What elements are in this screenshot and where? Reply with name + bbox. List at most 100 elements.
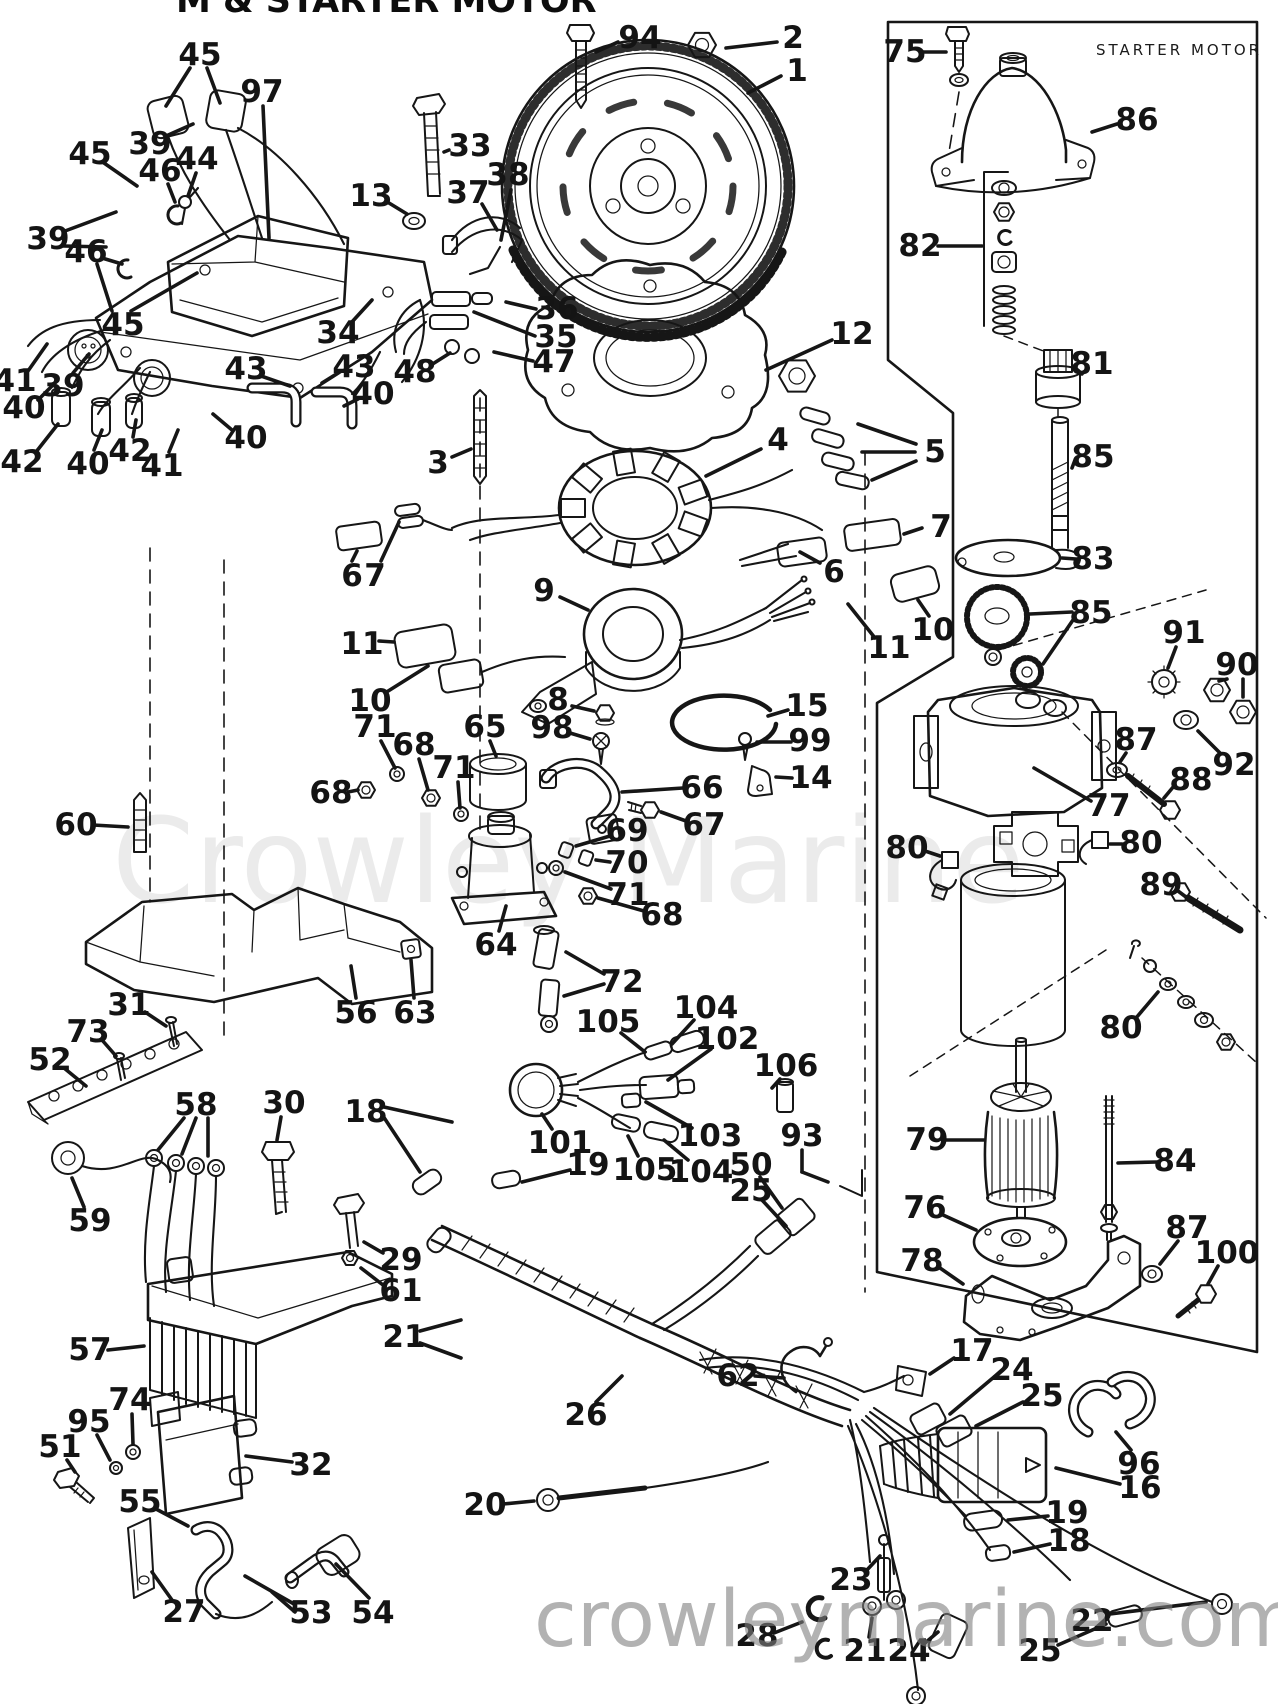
part-number-102: 102 xyxy=(695,1021,760,1057)
clip-14 xyxy=(747,765,773,797)
part-number-23: 23 xyxy=(829,1562,872,1598)
leader-line-46 xyxy=(100,256,124,266)
part-number-91: 91 xyxy=(1162,615,1205,651)
leader-line-40 xyxy=(342,397,360,408)
part-number-32: 32 xyxy=(289,1447,332,1483)
part-number-87: 87 xyxy=(1165,1210,1208,1246)
part-number-21: 21 xyxy=(382,1319,425,1355)
part-number-2: 2 xyxy=(782,20,804,56)
leader-line-5 xyxy=(870,459,918,482)
part-number-62: 62 xyxy=(716,1358,759,1394)
part-number-105: 105 xyxy=(576,1004,641,1040)
alignment-dashes xyxy=(149,91,960,1293)
leader-line-76 xyxy=(941,1213,978,1232)
terminal-bolt-89 xyxy=(1169,882,1244,934)
part-number-19: 19 xyxy=(1045,1495,1088,1531)
leader-line-65 xyxy=(488,739,498,758)
terminals-35-36-47 xyxy=(393,291,493,364)
part-number-15: 15 xyxy=(785,688,828,724)
leader-line-6 xyxy=(350,549,359,563)
part-number-24: 24 xyxy=(887,1633,930,1669)
leader-line-97 xyxy=(261,104,271,240)
part-number-70: 70 xyxy=(605,845,648,881)
solenoid-64 xyxy=(450,811,558,926)
timer-leads xyxy=(678,542,816,650)
leader-line-58 xyxy=(180,1116,198,1156)
screw-98 xyxy=(592,732,610,765)
through-bolt-84 xyxy=(1100,1095,1118,1241)
part-number-40: 40 xyxy=(224,420,267,456)
sensors-42-40 xyxy=(51,387,143,437)
page-title-fragment: M & STARTER MOTOR xyxy=(176,0,597,21)
leader-line-14 xyxy=(774,775,794,780)
part-number-82: 82 xyxy=(898,228,941,264)
leader-line-68 xyxy=(417,757,430,792)
leader-line-33 xyxy=(442,148,451,154)
leader-line-21 xyxy=(418,1341,463,1360)
leader-line-39 xyxy=(63,210,118,233)
leader-line-62 xyxy=(753,1374,786,1380)
part-number-28: 28 xyxy=(735,1618,778,1654)
leader-line-74 xyxy=(130,1412,135,1446)
leader-line-4 xyxy=(704,447,763,478)
motor-housing xyxy=(960,863,1066,1047)
end-plate-76 xyxy=(972,1216,1068,1268)
bullet-connectors-5 xyxy=(799,406,870,491)
plug-102-103 xyxy=(620,1074,696,1109)
screw-99 xyxy=(738,732,752,761)
leader-line-105 xyxy=(626,1134,640,1158)
leader-line-25 xyxy=(974,1400,1025,1428)
connector-6-left xyxy=(335,502,454,552)
leader-line-45 xyxy=(164,66,192,108)
part-number-85: 85 xyxy=(1069,595,1112,631)
part-number-97: 97 xyxy=(240,74,283,110)
nut-63 xyxy=(400,938,422,960)
gear-85 xyxy=(964,584,1044,689)
part-number-84: 84 xyxy=(1153,1143,1196,1179)
part-number-43: 43 xyxy=(224,351,267,387)
nuts-90 xyxy=(1203,677,1257,725)
part-number-12: 12 xyxy=(830,316,873,352)
leader-line-43 xyxy=(259,374,292,388)
leader-line-40 xyxy=(211,412,234,432)
leader-line-58 xyxy=(156,1116,186,1152)
part-number-104: 104 xyxy=(669,1154,734,1190)
starter-motor-box-label: STARTER MOTOR xyxy=(1096,41,1262,59)
leader-line-71 xyxy=(379,739,397,770)
leader-line-98 xyxy=(568,731,592,741)
leader-line-92 xyxy=(1196,729,1222,755)
part-number-68: 68 xyxy=(309,775,352,811)
terminal-strip-52 xyxy=(27,1031,203,1125)
leader-line-87 xyxy=(1158,1239,1180,1266)
part-number-85: 85 xyxy=(1071,439,1114,475)
part-number-94: 94 xyxy=(618,20,661,56)
part-number-4: 4 xyxy=(767,422,789,458)
harness-trunk xyxy=(430,1224,852,1428)
part-number-71: 71 xyxy=(606,877,649,913)
part-number-18: 18 xyxy=(1047,1523,1090,1559)
part-number-6: 6 xyxy=(341,558,363,594)
part-number-48: 48 xyxy=(393,354,436,390)
leader-line-37 xyxy=(480,202,499,232)
leader-line-91 xyxy=(1166,645,1178,670)
leader-line-80 xyxy=(923,849,942,858)
part-number-64: 64 xyxy=(474,927,517,963)
pins-69-70 xyxy=(557,841,595,867)
part-number-80: 80 xyxy=(885,830,928,866)
leader-line-18 xyxy=(381,1114,422,1174)
leader-line-29 xyxy=(362,1240,385,1255)
leader-line-80 xyxy=(1134,990,1160,1020)
leader-line-84 xyxy=(1116,1160,1159,1165)
part-number-63: 63 xyxy=(393,995,436,1031)
part-number-34: 34 xyxy=(316,315,359,351)
leader-line-88 xyxy=(1162,784,1176,800)
part-number-71: 71 xyxy=(353,709,396,745)
part-number-98: 98 xyxy=(530,710,573,746)
part-number-26: 26 xyxy=(564,1397,607,1433)
leader-line-63 xyxy=(409,958,416,1000)
part-number-72: 72 xyxy=(600,964,643,1000)
leader-line-21 xyxy=(418,1318,463,1333)
leader-line-21 xyxy=(867,1616,874,1639)
stator-leads xyxy=(450,468,824,542)
